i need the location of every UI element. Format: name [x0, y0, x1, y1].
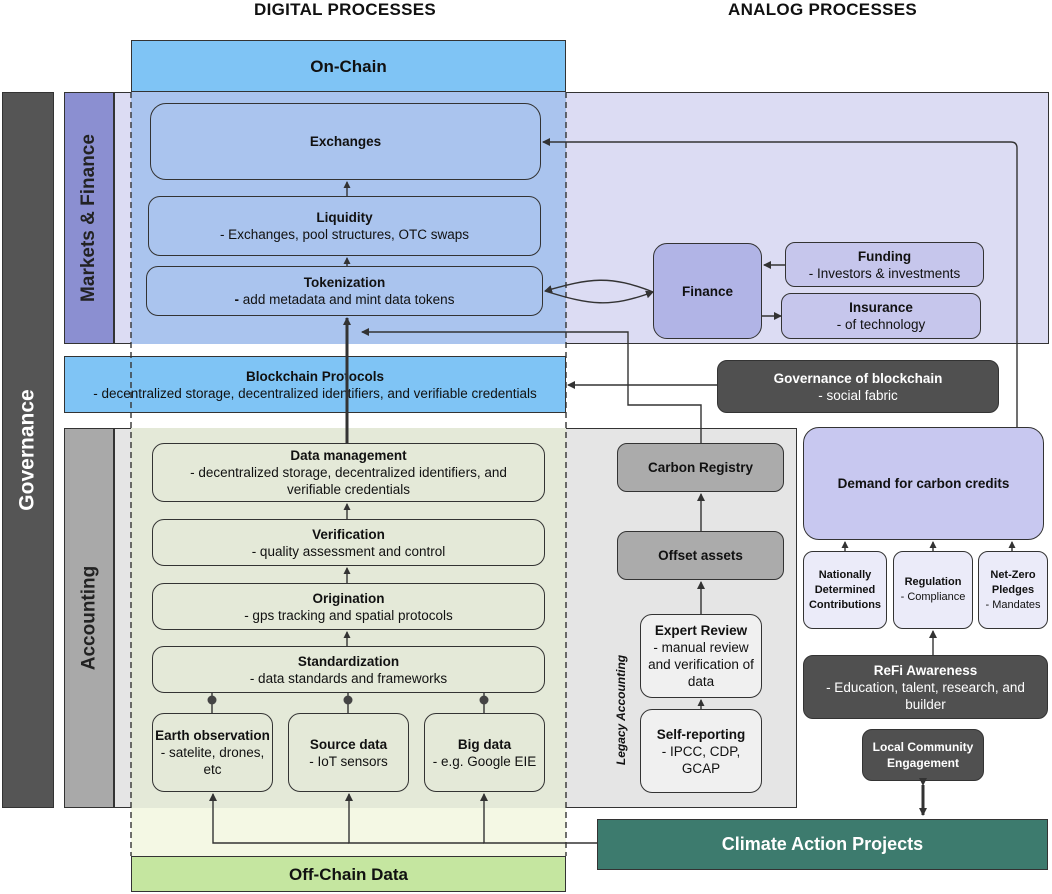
local-community-box: Local Community Engagement [862, 729, 984, 781]
regulation-title: Regulation [904, 576, 962, 588]
big-data-desc: - e.g. Google EIE [432, 753, 537, 769]
self-reporting-desc: - IPCC, CDP, GCAP [661, 743, 741, 776]
big-data-title: Big data [457, 736, 512, 752]
offset-assets-title: Offset assets [658, 548, 743, 563]
net-zero-box: Net-Zero Pledges - Mandates [978, 551, 1048, 629]
regulation-box: Regulation - Compliance [893, 551, 973, 629]
standardization-title: Standardization [297, 653, 400, 669]
data-management-desc: - decentralized storage, decentralized i… [190, 465, 507, 497]
offset-assets-box: Offset assets [617, 531, 784, 580]
off-chain-lower-area [131, 808, 566, 856]
ndc-box: Nationally Determined Contributions [803, 551, 887, 629]
local-community-title: Local Community Engagement [872, 740, 974, 770]
expert-review-box: Expert Review - manual review and verifi… [640, 614, 762, 698]
demand-box: Demand for carbon credits [803, 427, 1044, 540]
funding-box: Funding - Investors & investments [785, 242, 984, 287]
insurance-desc: - of technology [836, 317, 926, 332]
liquidity-title: Liquidity [316, 210, 373, 225]
data-management-box: Data management - decentralized storage,… [152, 443, 545, 502]
tokenization-desc-line: - add metadata and mint data tokens [235, 291, 455, 308]
net-zero-title: Net-Zero Pledges [990, 568, 1036, 596]
blockchain-protocols-box: Blockchain Protocols - decentralized sto… [64, 356, 566, 413]
climate-action-title: Climate Action Projects [721, 834, 924, 854]
climate-action-box: Climate Action Projects [597, 819, 1048, 870]
header-analog-processes: ANALOG PROCESSES [728, 0, 917, 19]
liquidity-box: Liquidity - Exchanges, pool structures, … [148, 196, 541, 256]
governance-of-blockchain-box: Governance of blockchain - social fabric [717, 360, 999, 413]
blockchain-protocols-title: Blockchain Protocols [245, 368, 385, 384]
source-data-desc: - IoT sensors [309, 753, 388, 769]
earth-observation-box: Earth observation - satelite, drones, et… [152, 713, 273, 792]
data-management-title: Data management [290, 448, 407, 463]
tokenization-desc-bullet: - [234, 292, 240, 307]
self-reporting-title: Self-reporting [656, 726, 746, 742]
source-data-box: Source data - IoT sensors [288, 713, 409, 792]
finance-title: Finance [681, 283, 733, 299]
origination-desc: - gps tracking and spatial protocols [244, 607, 453, 623]
legacy-accounting-label: Legacy Accounting [614, 654, 628, 766]
header-digital-processes: DIGITAL PROCESSES [254, 0, 437, 19]
off-chain-label: Off-Chain Data [289, 864, 408, 884]
exchanges-title: Exchanges [309, 134, 382, 149]
insurance-box: Insurance - of technology [781, 293, 981, 339]
verification-title: Verification [312, 526, 385, 542]
on-chain-box: On-Chain [131, 40, 566, 92]
funding-title: Funding [857, 248, 912, 264]
big-data-box: Big data - e.g. Google EIE [424, 713, 545, 792]
origination-title: Origination [312, 590, 385, 606]
blockchain-protocols-desc: - decentralized storage, decentralized i… [93, 385, 537, 401]
tokenization-title: Tokenization [303, 275, 386, 290]
verification-desc: - quality assessment and control [251, 543, 446, 559]
self-reporting-box: Self-reporting - IPCC, CDP, GCAP [640, 709, 762, 793]
verification-box: Verification - quality assessment and co… [152, 519, 545, 566]
finance-box: Finance [653, 243, 762, 339]
accounting-bar: Accounting [64, 428, 114, 808]
tokenization-box: Tokenization - add metadata and mint dat… [146, 266, 543, 316]
liquidity-desc: - Exchanges, pool structures, OTC swaps [219, 227, 470, 242]
standardization-desc: - data standards and frameworks [249, 670, 448, 686]
tokenization-desc: add metadata and mint data tokens [239, 292, 455, 307]
carbon-registry-box: Carbon Registry [617, 443, 784, 492]
legacy-accounting-area: Legacy Accounting [604, 620, 638, 800]
off-chain-box: Off-Chain Data [131, 856, 566, 892]
governance-of-blockchain-title: Governance of blockchain [773, 370, 943, 386]
exchanges-box: Exchanges [150, 103, 541, 180]
standardization-box: Standardization - data standards and fra… [152, 646, 545, 693]
expert-review-title: Expert Review [654, 623, 748, 638]
refi-box: ReFi Awareness - Education, talent, rese… [803, 655, 1048, 719]
refi-title: ReFi Awareness [873, 662, 978, 678]
funding-desc: - Investors & investments [808, 265, 961, 281]
markets-finance-bar: Markets & Finance [64, 92, 114, 344]
source-data-title: Source data [309, 736, 388, 752]
refi-desc: - Education, talent, research, and build… [826, 679, 1025, 712]
markets-finance-label: Markets & Finance [78, 134, 99, 302]
regulation-desc: - Compliance [900, 591, 966, 603]
governance-bar: Governance [2, 92, 54, 808]
governance-of-blockchain-desc: - social fabric [818, 387, 898, 403]
earth-observation-desc: - satelite, drones, etc [160, 745, 265, 777]
net-zero-desc: - Mandates [985, 598, 1041, 611]
accounting-label: Accounting [78, 565, 99, 671]
origination-box: Origination - gps tracking and spatial p… [152, 583, 545, 630]
on-chain-label: On-Chain [310, 56, 387, 76]
expert-review-desc: - manual review and verification of data [648, 640, 754, 689]
ndc-title: Nationally Determined Contributions [808, 568, 882, 611]
governance-label: Governance [16, 389, 40, 511]
demand-title: Demand for carbon credits [837, 476, 1010, 491]
insurance-title: Insurance [849, 300, 913, 315]
earth-observation-title: Earth observation [155, 728, 270, 743]
carbon-registry-title: Carbon Registry [647, 460, 754, 475]
